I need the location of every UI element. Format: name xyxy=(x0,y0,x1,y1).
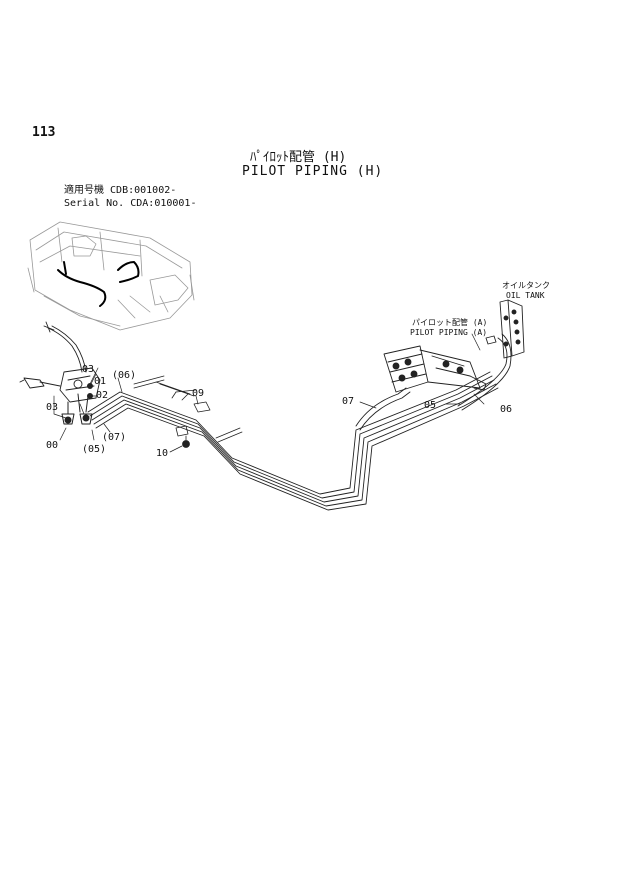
hose-to-valve-a xyxy=(355,387,411,431)
callout-06-parenthesized: (06) xyxy=(112,370,136,381)
serial-row-2: Serial No. CDA:010001- xyxy=(64,197,196,210)
callout-05: 05 xyxy=(424,400,436,411)
callout-07: 07 xyxy=(342,396,354,407)
callout-06: 06 xyxy=(500,404,512,415)
pilot-piping-a-label-en: PILOT PIPING (A) xyxy=(410,328,487,337)
callout-00: 00 xyxy=(46,440,58,451)
callout-07-parenthesized: (07) xyxy=(102,432,126,443)
machine-overview-sketch xyxy=(27,221,195,331)
leader-lines xyxy=(53,333,485,453)
serial-applicability: 適用号機 CDB:001002- Serial No. CDA:010001- xyxy=(64,184,196,210)
oil-tank-label-en: OIL TANK xyxy=(506,291,545,300)
valve-fittings xyxy=(61,383,93,425)
serial-row-1-label: 適用号機 xyxy=(64,185,104,196)
title-japanese: ﾊﾟｲﾛｯﾄ配管 (H) xyxy=(250,150,347,165)
callout-labels: 03 01 02 03 00 (05) (07) (06) 09 10 07 0… xyxy=(46,364,512,459)
pilot-hose-bundle xyxy=(87,371,499,511)
pilot-control-valve xyxy=(19,321,101,403)
serial-row-2-value: CDA:010001- xyxy=(130,198,197,209)
serial-row-1: 適用号機 CDB:001002- xyxy=(64,184,196,197)
callout-09: 09 xyxy=(192,388,204,399)
component-labels: オイルタンク OIL TANK パイロット配管 (A) PILOT PIPING… xyxy=(410,281,550,337)
callout-03b: 03 xyxy=(46,402,58,413)
callout-01: 01 xyxy=(94,376,106,387)
callout-03a: 03 xyxy=(82,364,94,375)
oil-tank xyxy=(485,299,525,359)
callout-10: 10 xyxy=(156,448,168,459)
machine-hose-route xyxy=(57,261,140,307)
title-english: PILOT PIPING (H) xyxy=(242,164,384,179)
page-number: 113 xyxy=(32,125,56,140)
callout-02: 02 xyxy=(96,390,108,401)
control-valve-block xyxy=(383,345,487,393)
oil-tank-label-jp: オイルタンク xyxy=(502,281,550,290)
callout-05-parenthesized: (05) xyxy=(82,444,106,455)
hose-clamps xyxy=(133,375,243,448)
serial-row-2-label: Serial No. xyxy=(64,198,125,209)
pilot-piping-a-label-jp: パイロット配管 (A) xyxy=(412,317,487,327)
serial-row-1-value: CDB:001002- xyxy=(110,185,177,196)
